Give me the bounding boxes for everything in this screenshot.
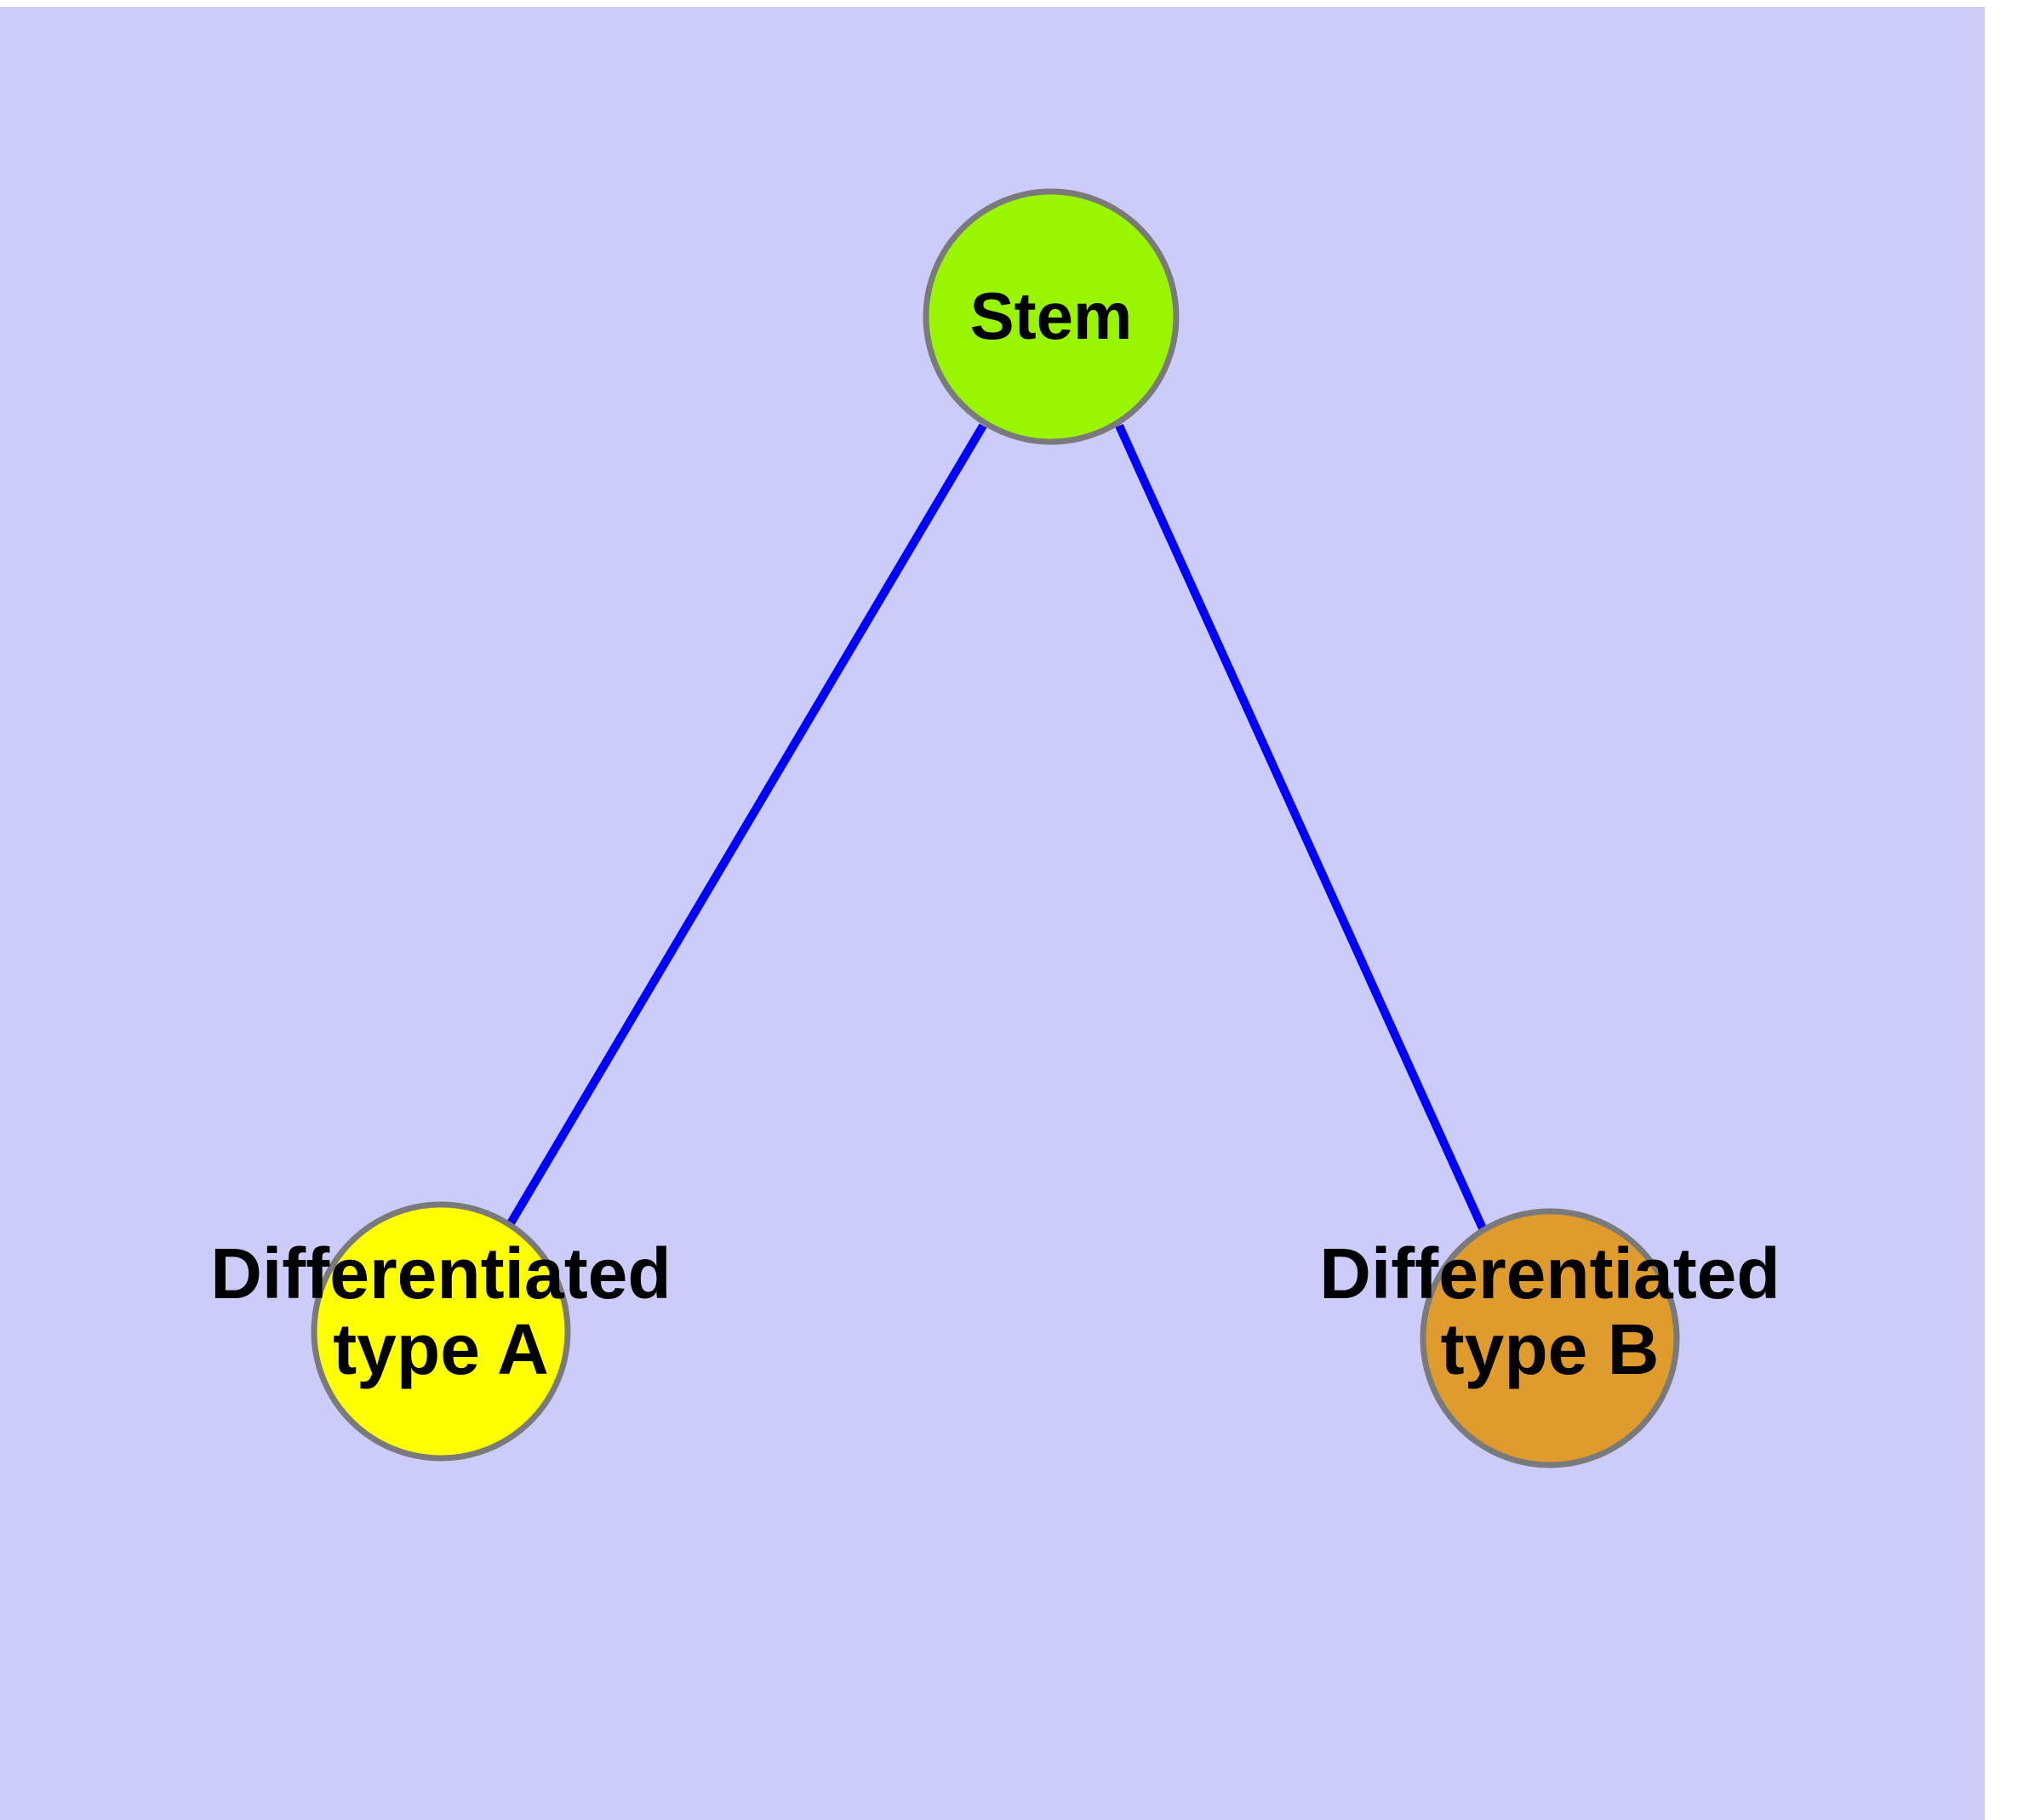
node-diff-a[interactable] — [311, 1201, 571, 1462]
edge-stem-to-diff-b — [1115, 423, 1487, 1231]
node-diff-b[interactable] — [1420, 1208, 1680, 1468]
node-layer — [311, 188, 1680, 1468]
edge-stem-to-diff-a — [506, 423, 987, 1226]
node-stem[interactable] — [923, 188, 1180, 445]
edge-layer — [506, 423, 1487, 1231]
